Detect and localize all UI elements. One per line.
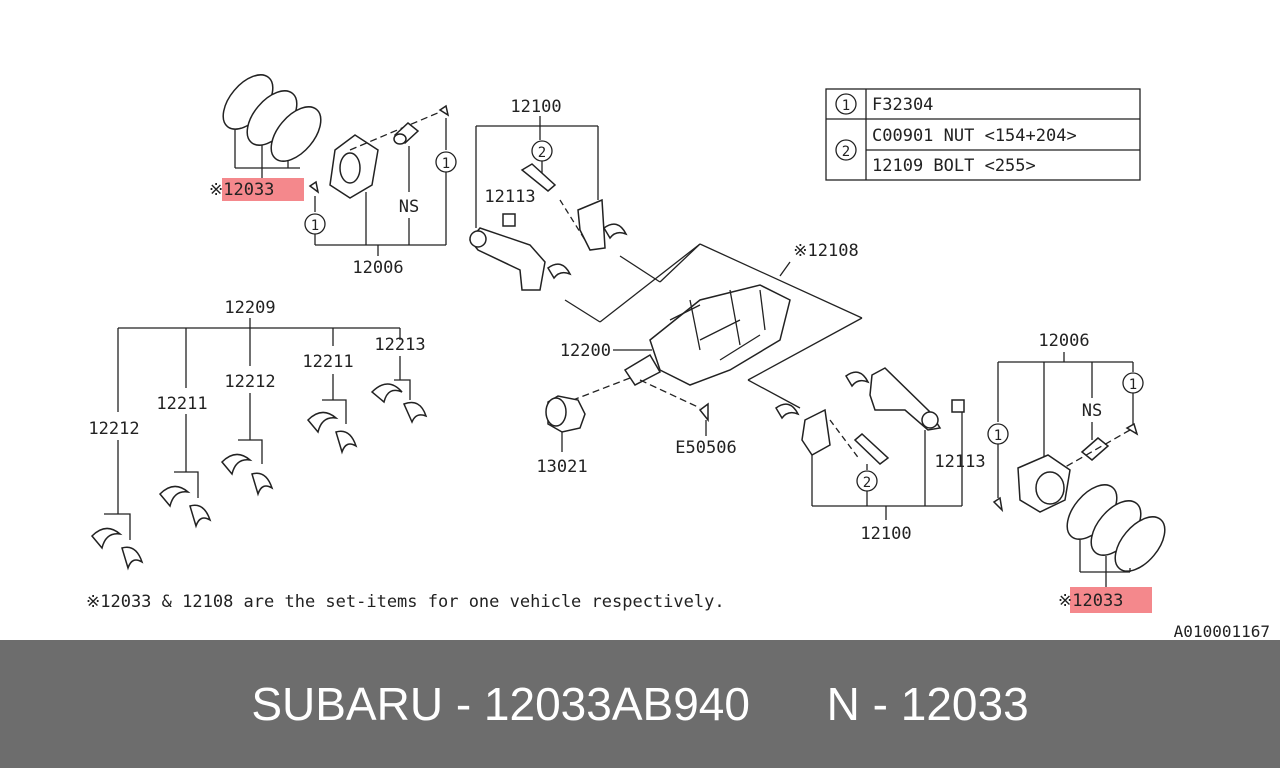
legend-ref1-number: 1 [842, 98, 850, 114]
rod-cap-bottom [801, 408, 831, 456]
ref-circle-2-b: 2 [863, 475, 871, 491]
main-bearing-set: 12209 12213 12211 12212 12211 12212 [88, 298, 428, 571]
bearing-top-1 [603, 223, 628, 240]
rod-cap-top [577, 198, 606, 251]
bearing-bottom-1 [845, 371, 870, 388]
crankshaft-body [649, 284, 791, 386]
label-12006-left: 12006 [352, 258, 403, 278]
label-12113-bottom: 12113 [934, 452, 985, 472]
diagram-code: A010001167 [1174, 622, 1270, 640]
label-12209: 12209 [224, 298, 275, 318]
legend-ref2-row1: C00901 NUT <154+204> [872, 126, 1077, 146]
label-12212-middle: 12212 [224, 372, 275, 392]
label-12033-left: ※12033 [209, 180, 274, 200]
legend-ref1-text: F32304 [872, 95, 933, 115]
bearing-12212l-a [90, 527, 123, 550]
ref-circle-1-c: 1 [994, 428, 1002, 444]
legend-ref2-number: 2 [842, 144, 850, 160]
crankshaft: ※12108 12200 [559, 241, 863, 409]
highlight-12033-left [222, 178, 304, 201]
label-12100-bottom: 12100 [860, 524, 911, 544]
crank-key [698, 402, 709, 423]
ref-circle-1-b: 1 [311, 218, 319, 234]
piston-ring-3 [270, 106, 322, 162]
snap-ring-top [438, 104, 450, 117]
ref-circle-1-a: 1 [442, 156, 450, 172]
bearing-12212l-b [121, 546, 144, 571]
piston-ring-right-3 [1114, 516, 1166, 572]
label-12100-top: 12100 [510, 97, 561, 117]
label-ns-left: NS [399, 197, 419, 217]
highlight-12033-right [1070, 587, 1152, 613]
label-12033-right: ※12033 [1058, 591, 1123, 611]
connecting-rod-top: 12100 2 12113 [469, 97, 661, 323]
label-12212-left: 12212 [88, 419, 139, 439]
bearing-12211r-a [306, 411, 339, 434]
label-12006-right: 12006 [1038, 331, 1089, 351]
bearing-12211l-b [189, 504, 212, 529]
set-items-note: ※12033 & 12108 are the set-items for one… [86, 592, 725, 612]
piston-pin-right [1080, 437, 1110, 461]
reference-legend-table: 1 2 F32304 C00901 NUT <154+204> 12109 BO… [825, 88, 1141, 181]
ref-circle-2-a: 2 [538, 145, 546, 161]
bearing-bottom-2 [775, 403, 800, 420]
banner-spacer [750, 677, 827, 731]
bearing-12212m-b [251, 472, 274, 497]
rod-body-bottom [869, 367, 942, 431]
piston-assembly-right: 12006 1 NS 1 ※12033 [987, 331, 1166, 613]
part-number-banner: SUBARU - 12033AB940 N - 12033 [0, 640, 1280, 768]
label-12213: 12213 [374, 335, 425, 355]
connecting-rod-bottom: 2 12113 12100 [775, 367, 986, 544]
label-12108: ※12108 [793, 241, 858, 261]
rod-bushing-top [502, 213, 516, 227]
diagram-canvas: 1 2 F32304 C00901 NUT <154+204> 12109 BO… [86, 74, 1270, 640]
rod-bolt-bottom [853, 432, 890, 465]
rod-bolt-top [520, 163, 557, 192]
brand-part-number: SUBARU - 12033AB940 [251, 678, 750, 730]
legend-ref2-row2: 12109 BOLT <255> [872, 156, 1036, 176]
label-12211-right: 12211 [302, 352, 353, 372]
label-13021: 13021 [536, 457, 587, 477]
bearing-12212m-a [220, 453, 253, 476]
bearing-12211r-b [335, 430, 358, 455]
piston-assembly-left: ※12033 1 1 NS 12006 [209, 74, 457, 278]
bearing-12213-b [402, 401, 428, 424]
snap-ring-right-left [992, 496, 1004, 513]
snap-ring-left [308, 180, 320, 194]
ref-circle-1-d: 1 [1129, 377, 1137, 393]
label-12211-left: 12211 [156, 394, 207, 414]
bearing-12211l-a [158, 485, 191, 508]
label-12200: 12200 [560, 341, 611, 361]
crankshaft-snout [623, 353, 662, 386]
label-E50506: E50506 [675, 438, 736, 458]
bearing-12213-a [370, 383, 403, 404]
parts-diagram: 1 2 F32304 C00901 NUT <154+204> 12109 BO… [86, 74, 1270, 640]
crank-sprocket: 13021 E50506 [536, 395, 737, 477]
reference-number: N - 12033 [826, 678, 1029, 730]
rod-bushing-bottom [951, 399, 965, 413]
snap-ring-right-top [1125, 422, 1139, 436]
label-ns-right: NS [1082, 401, 1102, 421]
rod-body-top [469, 227, 546, 291]
bearing-top-2 [547, 263, 572, 280]
label-12113-top: 12113 [484, 187, 535, 207]
